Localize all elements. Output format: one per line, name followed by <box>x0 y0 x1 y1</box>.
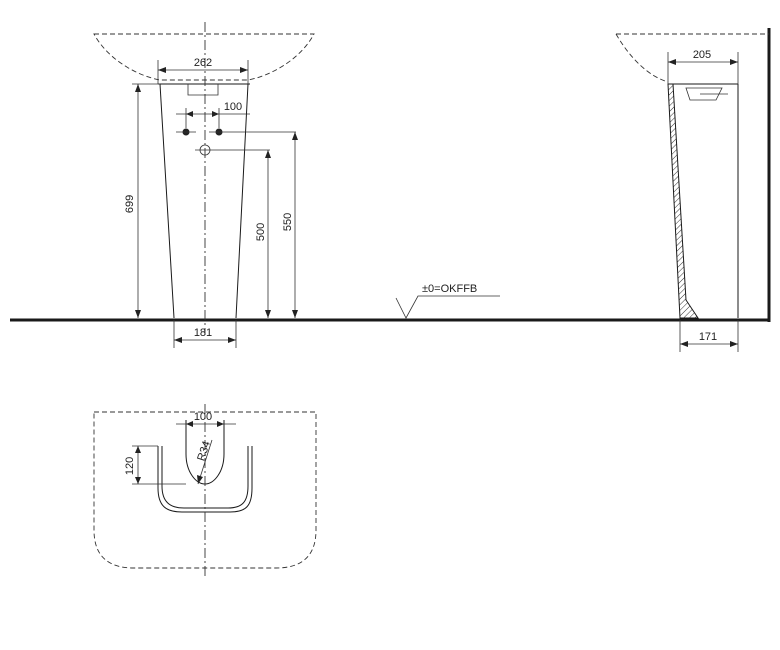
basin-outline <box>93 33 315 81</box>
floor-reference-label: ±0=OKFFB <box>422 283 477 295</box>
plan-view: 100 120 R34 <box>93 404 317 576</box>
dim-100-label: 100 <box>224 101 242 113</box>
floor-reference: ±0=OKFFB <box>395 283 500 319</box>
pedestal-body <box>159 83 249 319</box>
dim-181-label: 181 <box>194 327 212 339</box>
plan-radius-label: R34 <box>195 440 213 463</box>
side-pedestal <box>667 83 699 319</box>
dim-500-label: 500 <box>255 223 267 241</box>
drain-cutout <box>187 84 219 96</box>
plan-basin-outline <box>93 411 317 569</box>
plan-dim-100-label: 100 <box>194 411 212 423</box>
plan-dim-120-label: 120 <box>124 457 136 475</box>
dim-171-label: 171 <box>699 331 717 343</box>
dim-699-label: 699 <box>124 195 136 213</box>
plan-pedestal-outer <box>157 446 253 513</box>
front-view: 262 100 699 500 550 181 <box>93 22 315 348</box>
dim-262-label: 262 <box>194 57 212 69</box>
side-view: 205 171 <box>615 33 769 352</box>
plan-pedestal-inner <box>161 446 249 509</box>
dim-205-label: 205 <box>693 49 711 61</box>
dim-550-label: 550 <box>282 213 294 231</box>
side-basin-outline <box>615 33 769 83</box>
